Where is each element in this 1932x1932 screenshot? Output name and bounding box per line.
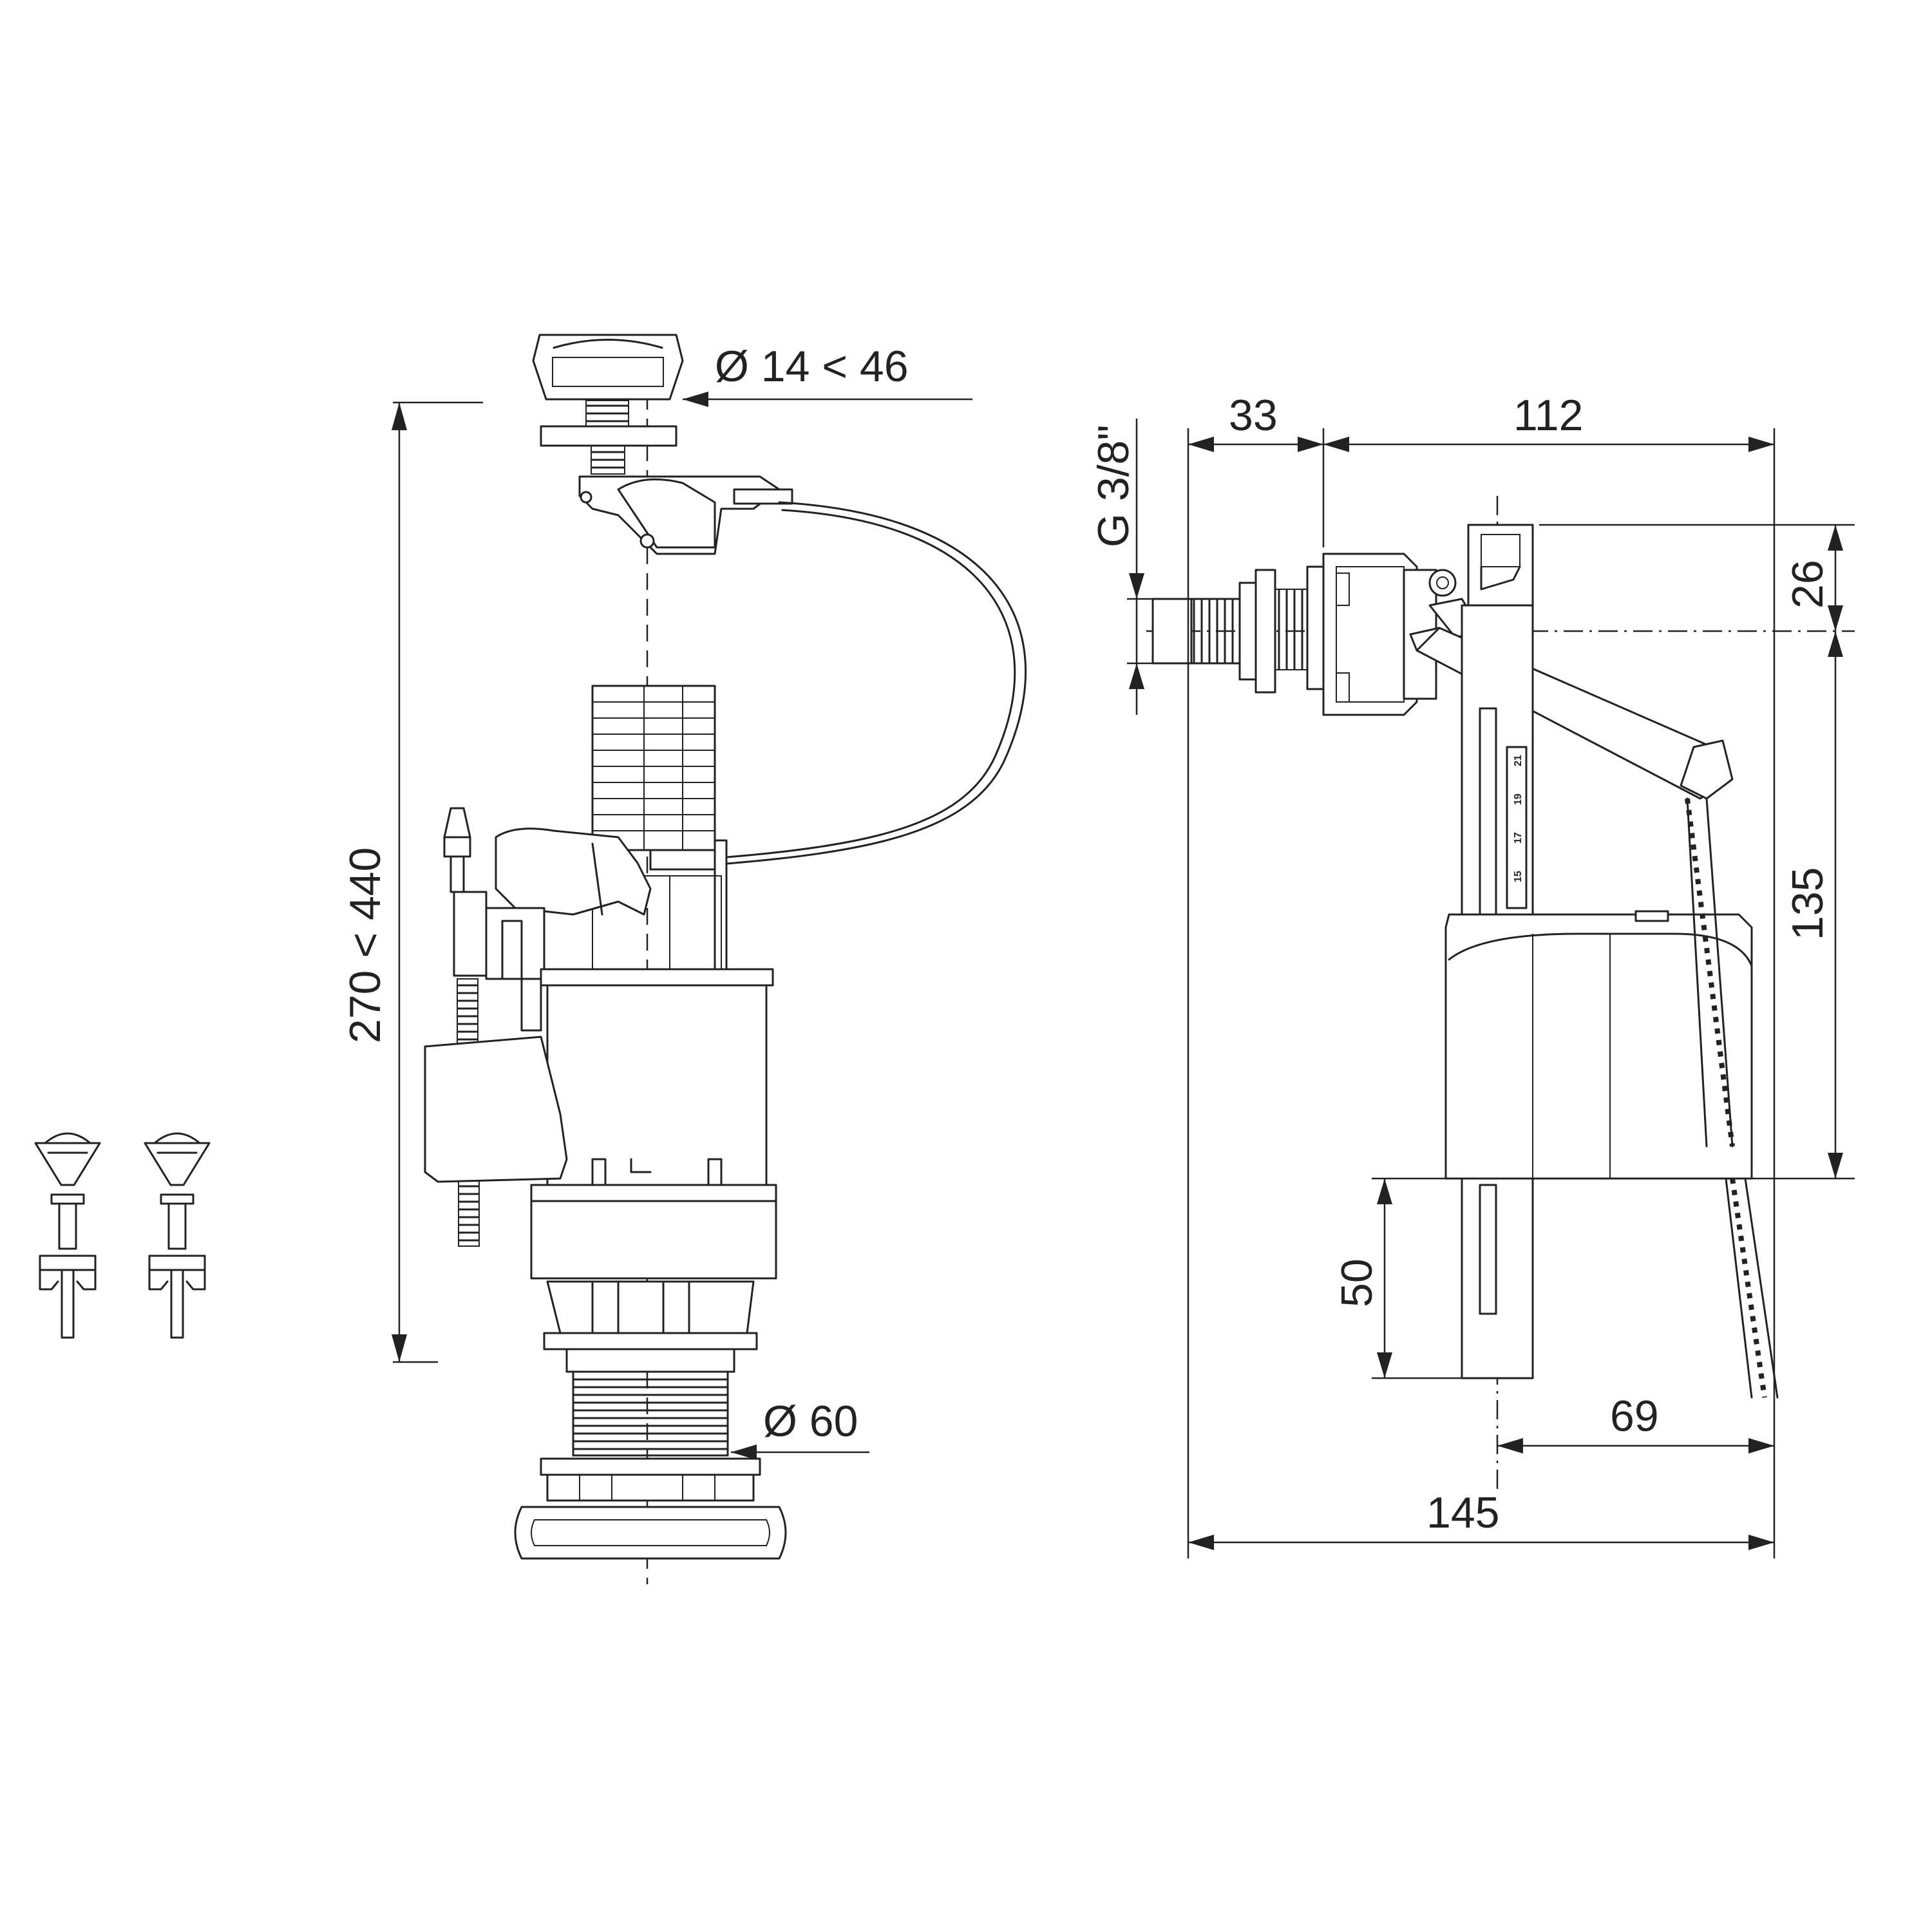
scale-17: 17 — [1513, 832, 1524, 844]
dim-offset-69: 69 — [1497, 1392, 1774, 1454]
scale-21: 21 — [1513, 755, 1524, 766]
label-26: 26 — [1783, 560, 1832, 609]
label-112: 112 — [1513, 391, 1583, 440]
label-height-range: 270 < 440 — [341, 848, 390, 1043]
dim-thread: G 3/8" — [1089, 419, 1144, 715]
extension-lines — [1127, 428, 1855, 1558]
fixing-screw-right — [144, 1132, 211, 1339]
label-145: 145 — [1426, 1488, 1499, 1537]
scale-19: 19 — [1513, 793, 1524, 805]
dim-outlet-diameter: Ø 60 — [731, 1397, 869, 1460]
dim-height-range: 270 < 440 — [341, 401, 483, 1363]
label-button-diameter: Ø 14 < 46 — [715, 342, 909, 391]
flush-valve-drawing — [424, 334, 1027, 1584]
label-135: 135 — [1783, 867, 1832, 940]
dim-top-26: 26 — [1783, 525, 1843, 631]
fill-valve-drawing: 21 19 17 15 — [1146, 496, 1855, 1494]
dim-width-112: 112 — [1323, 391, 1774, 452]
dim-height-135: 135 — [1783, 631, 1843, 1179]
label-50: 50 — [1332, 1258, 1381, 1307]
label-outlet-diameter: Ø 60 — [763, 1397, 858, 1446]
label-33: 33 — [1229, 391, 1278, 440]
scale-15: 15 — [1513, 871, 1524, 882]
label-69: 69 — [1610, 1392, 1659, 1441]
dim-bottom-50: 50 — [1332, 1179, 1392, 1378]
dim-button-diameter: Ø 14 < 46 — [683, 342, 972, 407]
dim-offset-33: 33 — [1188, 391, 1323, 452]
fixing-screw-left — [34, 1132, 101, 1339]
dim-total-145: 145 — [1188, 1488, 1774, 1550]
label-thread: G 3/8" — [1089, 425, 1138, 547]
